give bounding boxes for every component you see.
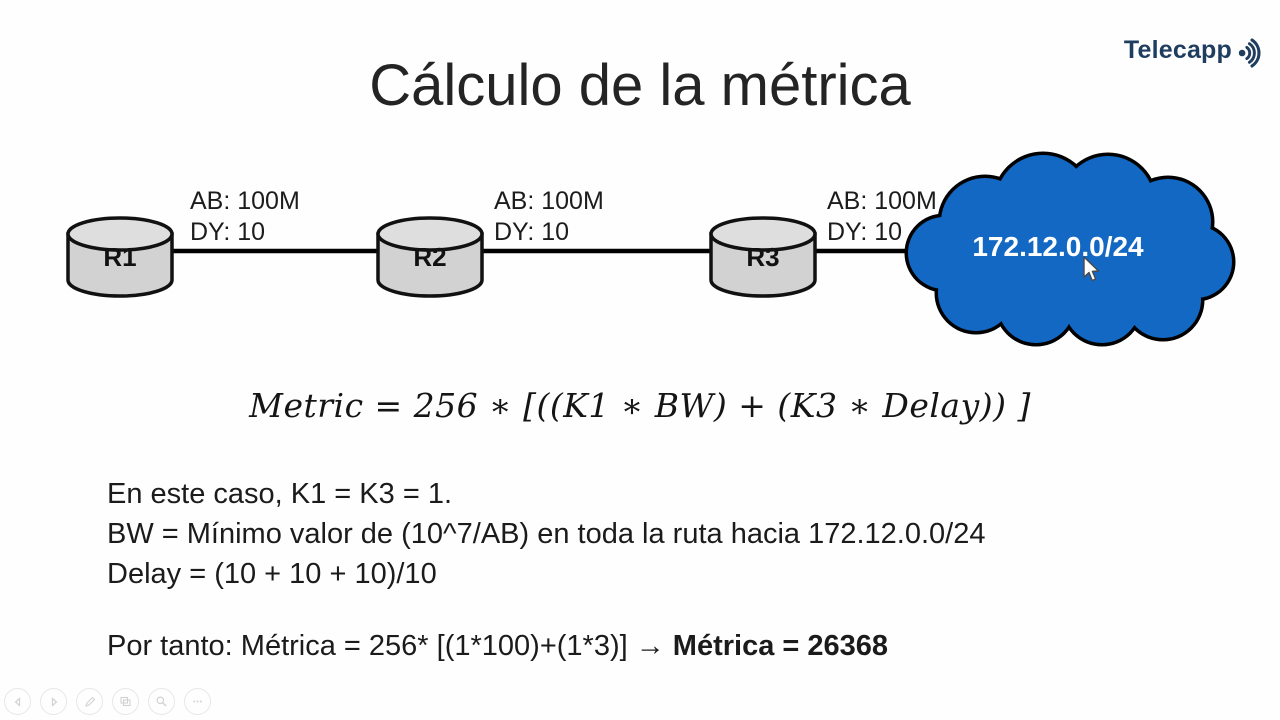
mouse-cursor [1083, 256, 1100, 282]
link3-delay: DY: 10 [827, 218, 903, 246]
link2-delay: DY: 10 [494, 218, 570, 246]
link2-bandwidth: AB: 100M [494, 187, 604, 215]
conclusion-line: Por tanto: Métrica = 256* [(1*100)+(1*3)… [107, 630, 888, 663]
next-slide-icon [51, 696, 57, 707]
metric-result: Métrica = 26368 [664, 630, 889, 662]
previous-slide-icon [14, 696, 20, 707]
link3-labels: AB: 100M DY: 10 [827, 186, 937, 248]
next-slide-button[interactable] [40, 688, 67, 715]
link3-bandwidth: AB: 100M [827, 187, 937, 215]
router-label-r1: R1 [103, 242, 137, 272]
more-options-icon [193, 700, 202, 703]
notes-block: En este caso, K1 = K3 = 1. BW = Mínimo v… [107, 474, 985, 594]
zoom-button[interactable] [148, 688, 175, 715]
pen-icon [84, 696, 95, 707]
right-arrow: → [635, 630, 665, 662]
network-diagram: 172.12.0.0/24 [66, 151, 1236, 347]
cloud-network-label: 172.12.0.0/24 [972, 231, 1144, 262]
router-r1-shape [66, 216, 174, 298]
link1-delay: DY: 10 [190, 218, 266, 246]
conclusion-text: Por tanto: Métrica = 256* [(1*100)+(1*3)… [107, 630, 636, 662]
see-all-slides-button[interactable] [112, 688, 139, 715]
zoom-icon [156, 696, 167, 707]
presenter-toolbar [4, 688, 211, 715]
link1-bandwidth: AB: 100M [190, 187, 300, 215]
note-bw: BW = Mínimo valor de (10^7/AB) en toda l… [107, 518, 986, 550]
previous-slide-button[interactable] [4, 688, 31, 715]
page-title: Cálculo de la métrica [369, 53, 911, 118]
see-all-slides-icon [120, 696, 131, 707]
router-r2-shape [376, 216, 484, 298]
network-cloud-shape: 172.12.0.0/24 [904, 151, 1236, 347]
more-options-button[interactable] [184, 688, 211, 715]
note-delay: Delay = (10 + 10 + 10)/10 [107, 558, 437, 590]
link1-labels: AB: 100M DY: 10 [190, 186, 300, 248]
metric-formula: Metric = 256 ∗ [((K1 ∗ BW) + (K3 ∗ Delay… [249, 386, 1031, 425]
router-label-r2: R2 [413, 242, 447, 272]
telecapp-logo: Telecapp [1124, 28, 1264, 72]
note-k-values: En este caso, K1 = K3 = 1. [107, 478, 452, 510]
router-r3-shape [709, 216, 817, 298]
signal-waves-icon [1238, 38, 1261, 68]
router-label-r3: R3 [746, 242, 780, 272]
link2-labels: AB: 100M DY: 10 [494, 186, 604, 248]
pen-button[interactable] [76, 688, 103, 715]
logo-text: Telecapp [1123, 35, 1232, 64]
